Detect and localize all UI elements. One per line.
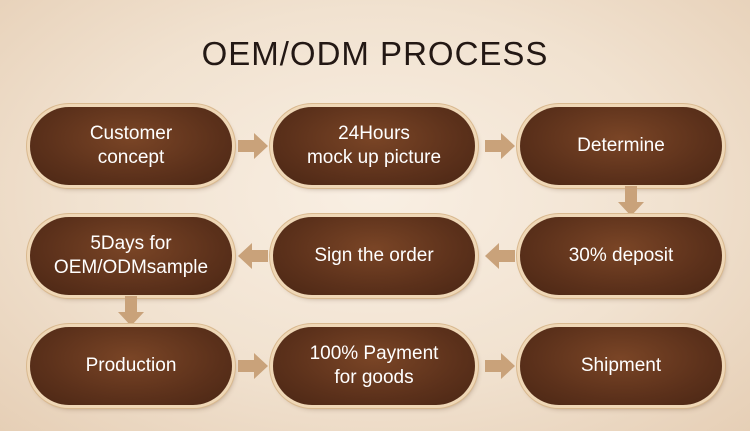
arrow-down-icon [114,294,148,328]
step-customer-concept: Customer concept [30,107,232,185]
step-payment-for-goods: 100% Payment for goods [273,327,475,405]
step-odm-sample: 5Days for OEM/ODMsample [30,217,232,295]
step-sign-the-order: Sign the order [273,217,475,295]
arrow-right-icon [483,349,517,383]
arrow-down-icon [614,184,648,218]
step-mock-up-picture: 24Hours mock up picture [273,107,475,185]
step-label: 30% deposit [568,245,674,266]
step-shipment: Shipment [520,327,722,405]
step-label: Production [85,355,177,376]
step-production: Production [30,327,232,405]
arrow-left-icon [483,239,517,273]
step-deposit: 30% deposit [520,217,722,295]
arrow-right-icon [483,129,517,163]
step-label: Determine [577,135,665,156]
step-label: Customer concept [89,123,173,168]
step-label: 100% Payment for goods [309,343,439,388]
page-title: OEM/ODM PROCESS [201,35,549,72]
arrow-left-icon [236,239,270,273]
step-label: Shipment [580,355,662,376]
step-label: Sign the order [314,245,434,266]
step-label: 24Hours mock up picture [306,123,442,168]
step-label: 5Days for OEM/ODMsample [53,233,209,278]
step-determine: Determine [520,107,722,185]
arrow-right-icon [236,349,270,383]
arrow-right-icon [236,129,270,163]
